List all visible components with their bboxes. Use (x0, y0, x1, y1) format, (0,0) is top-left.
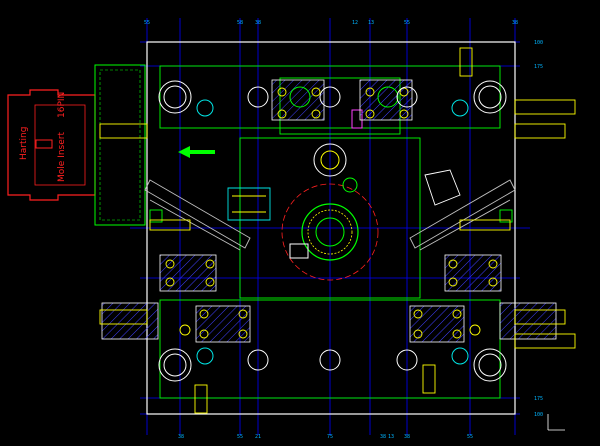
dim-label: 21 (255, 434, 261, 440)
dim-label: 75 (327, 434, 333, 440)
guide-pillars (158, 80, 507, 382)
dim-label: 55 (404, 20, 410, 26)
dim-label: 13 (368, 20, 374, 26)
dim-label: 58 (237, 20, 243, 26)
dim-label: 55 (144, 20, 150, 26)
connector-brand-text: Harting (19, 127, 29, 160)
dim-label: 38 (255, 20, 261, 26)
dim-label: 38 (380, 434, 386, 440)
dim-label: 175 (534, 396, 543, 402)
dim-label: 38 (178, 434, 184, 440)
central-gear (281, 109, 379, 281)
side-cylinders (99, 47, 576, 414)
dim-label: 38 (512, 20, 518, 26)
dim-label: 13 (388, 434, 394, 440)
direction-arrow (178, 146, 215, 158)
connector-insert-text: Mole Insert (57, 132, 67, 182)
hatched-blocks (101, 79, 557, 343)
dim-label: 175 (534, 64, 543, 70)
bottom-dimensions: 38 55 21 75 38 13 38 55 (178, 434, 473, 440)
dim-label: 55 (237, 434, 243, 440)
right-dimensions: 100 175 175 100 (534, 40, 543, 418)
dim-label: 100 (534, 40, 543, 46)
inner-outlines (149, 65, 513, 399)
angled-slides (144, 169, 516, 251)
connector-pin-text: 16PIN (57, 92, 67, 118)
outer-plate (146, 41, 516, 415)
top-dimensions: 55 58 38 12 13 55 38 (144, 20, 518, 26)
bolt-holes (165, 87, 498, 339)
dim-label: 100 (534, 412, 543, 418)
ucs-icon (547, 414, 565, 431)
dim-label: 12 (352, 20, 358, 26)
dim-label: 55 (467, 434, 473, 440)
dim-label: 38 (404, 434, 410, 440)
harting-connector: Harting Mole Insert 16PIN (7, 64, 146, 226)
